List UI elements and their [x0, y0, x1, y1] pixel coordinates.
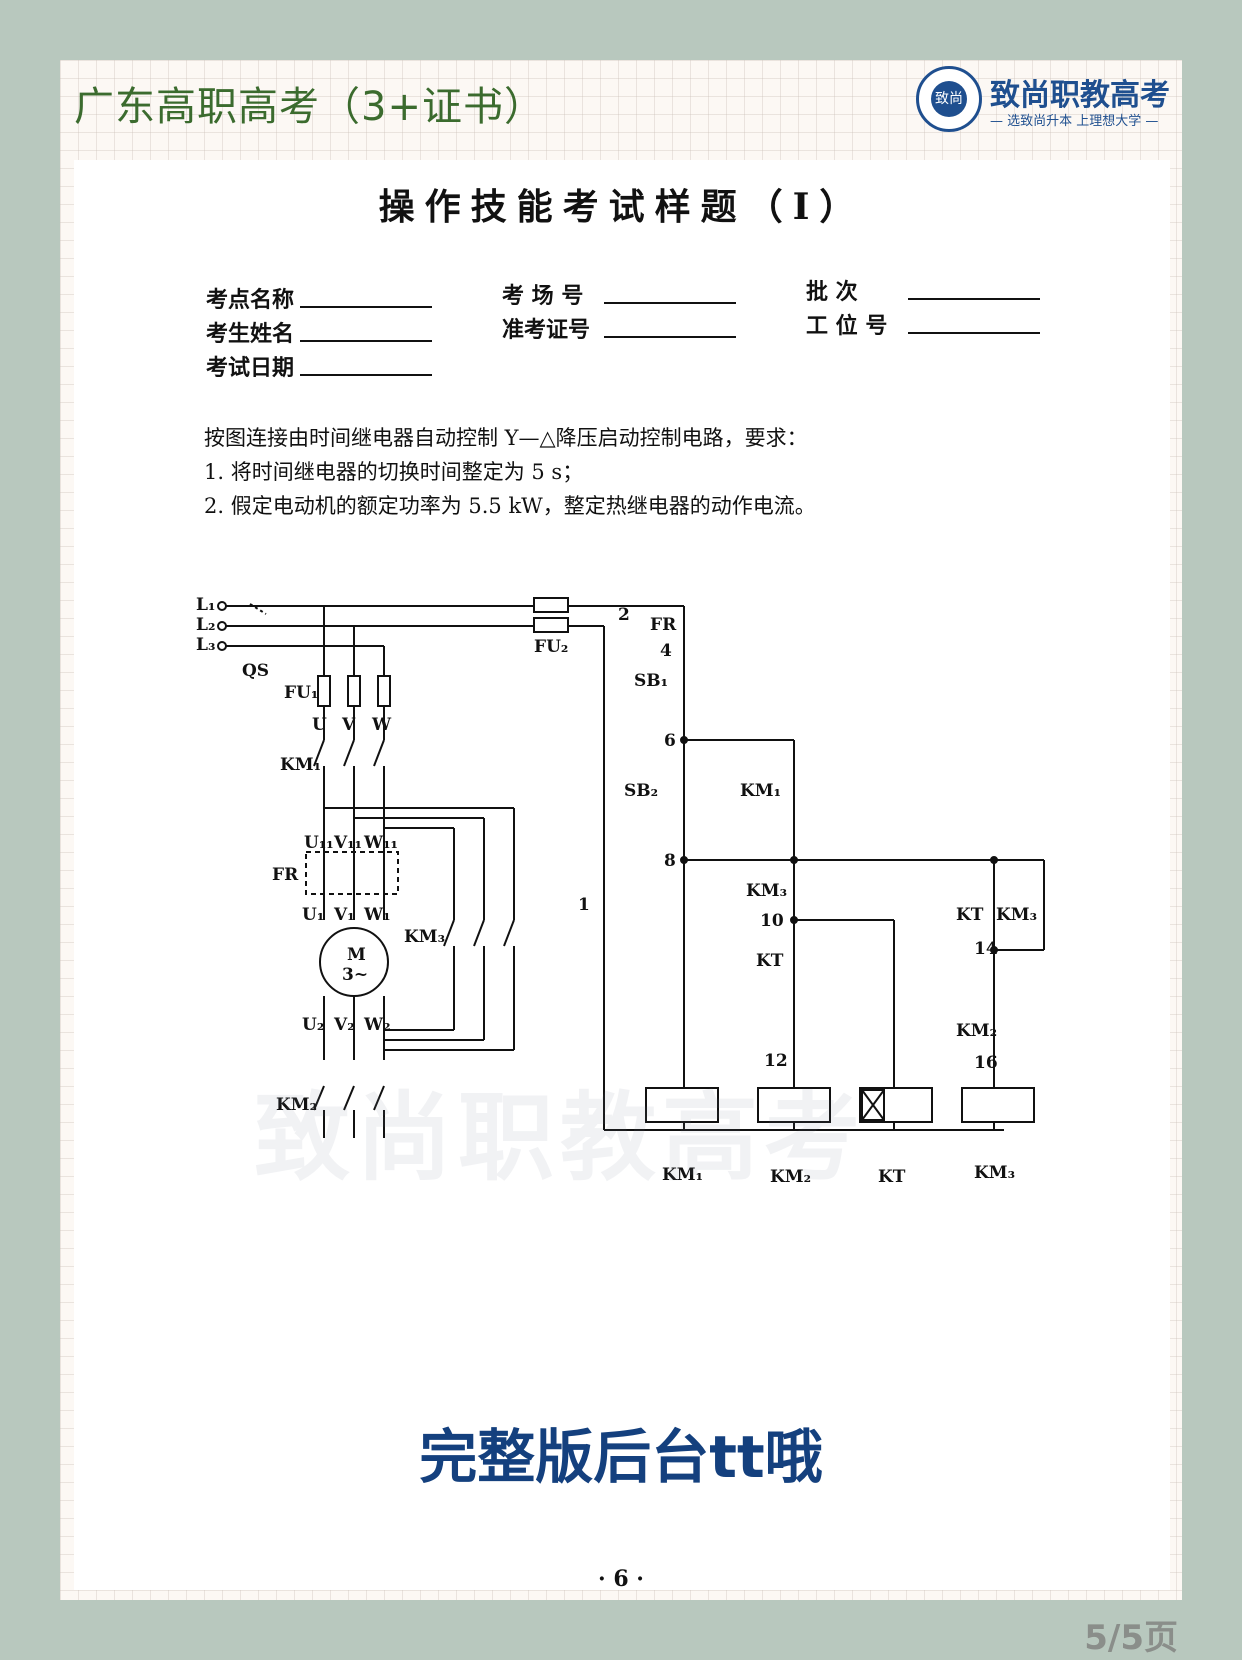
- label-km3-main: KM₃: [404, 927, 445, 947]
- label-w11: W₁₁: [363, 833, 398, 853]
- field-room-no: 考 场 号: [502, 283, 584, 309]
- label-sb1: SB₁: [634, 671, 668, 691]
- label-node-2: 2: [618, 605, 630, 625]
- blank-station-no: [908, 332, 1040, 334]
- label-motor-sub: 3~: [342, 965, 368, 985]
- label-km2-nc: KM₂: [956, 1021, 997, 1041]
- blank-candidate-name: [300, 340, 432, 342]
- label-v11: V₁₁: [333, 833, 362, 853]
- label-motor: M: [347, 945, 366, 965]
- field-batch: 批 次: [806, 279, 858, 305]
- label-u11: U₁₁: [304, 833, 334, 853]
- blank-batch: [908, 298, 1040, 300]
- coil-label-km3: KM₃: [974, 1163, 1015, 1183]
- label-kt-no: KT: [956, 905, 984, 925]
- brand-name: 致尚职教高考: [990, 78, 1170, 113]
- task-item-2: 2. 假定电动机的额定功率为 5.5 kW，整定热继电器的动作电流。: [204, 494, 816, 518]
- task-item-1: 1. 将时间继电器的切换时间整定为 5 s；: [204, 460, 584, 484]
- brand-logo-icon: 致尚: [916, 66, 982, 132]
- blank-site-name: [300, 306, 432, 308]
- label-km1-main: KM₁: [280, 755, 321, 775]
- field-candidate-name: 考生姓名: [206, 321, 295, 347]
- label-km3-no: KM₃: [996, 905, 1037, 925]
- label-km3-nc: KM₃: [746, 881, 787, 901]
- label-km1-aux: KM₁: [740, 781, 781, 801]
- label-w2: W₂: [363, 1015, 391, 1035]
- label-node-12: 12: [764, 1051, 788, 1071]
- label-u1: U₁: [302, 905, 324, 925]
- coil-label-km2: KM₂: [770, 1167, 811, 1187]
- label-u: U: [312, 715, 327, 735]
- cta-text: 完整版后台tt哦: [419, 1423, 823, 1491]
- label-sb2: SB₂: [624, 781, 658, 801]
- logo-text: 致尚: [931, 81, 967, 117]
- field-site-name: 考点名称: [206, 287, 295, 313]
- label-km2-main: KM₂: [276, 1095, 317, 1115]
- label-v1: V₁: [333, 905, 355, 925]
- label-l3: L₃: [196, 635, 215, 655]
- document-title: 操作技能考试样题（Ⅰ）: [378, 186, 866, 228]
- exam-paper: 操作技能考试样题（Ⅰ） 考点名称 考 场 号 批 次 考生姓名 准考证号 工 位…: [74, 160, 1170, 1592]
- label-w1: W₁: [363, 905, 391, 925]
- label-l2: L₂: [196, 615, 215, 635]
- blank-admission-no: [604, 336, 736, 338]
- label-node-4: 4: [660, 641, 672, 661]
- label-node-8: 8: [664, 851, 676, 871]
- page-number: · 6 ·: [598, 1566, 644, 1592]
- coil-label-kt: KT: [878, 1167, 906, 1187]
- label-node-14: 14: [974, 939, 998, 959]
- blank-exam-date: [300, 374, 432, 376]
- label-v: V: [341, 715, 356, 735]
- label-node-10: 10: [760, 911, 784, 931]
- coil-label-km1: KM₁: [662, 1165, 703, 1185]
- task-intro: 按图连接由时间继电器自动控制 Y—△降压启动控制电路，要求：: [204, 426, 808, 450]
- label-fu1: FU₁: [284, 683, 318, 703]
- label-fr-main: FR: [272, 865, 299, 885]
- watermark-text: 致尚职教高考: [254, 1082, 866, 1194]
- blank-room-no: [604, 302, 736, 304]
- star-delta-circuit-diagram: L₁ L₂ L₃ QS FU₁ FU₂ U V W KM₁ U₁₁ V₁₁ W₁…: [196, 595, 1045, 1187]
- label-node-1: 1: [578, 895, 590, 915]
- header-title: 广东高职高考（3+证书）: [74, 84, 545, 130]
- label-node-16: 16: [974, 1053, 998, 1073]
- label-kt-nc: KT: [756, 951, 784, 971]
- label-u2: U₂: [302, 1015, 324, 1035]
- label-fu2: FU₂: [534, 637, 568, 657]
- label-qs: QS: [242, 661, 269, 681]
- label-v2: V₂: [333, 1015, 355, 1035]
- label-w: W: [371, 715, 392, 735]
- page-counter: 5/5页: [1084, 1618, 1178, 1658]
- label-fr-ctrl: FR: [650, 615, 677, 635]
- label-node-6: 6: [664, 731, 676, 751]
- field-exam-date: 考试日期: [206, 355, 295, 381]
- brand-slogan: — 选致尚升本 上理想大学 —: [990, 114, 1159, 129]
- field-admission-no: 准考证号: [502, 317, 591, 343]
- field-station-no: 工 位 号: [806, 313, 888, 339]
- label-l1: L₁: [196, 595, 215, 615]
